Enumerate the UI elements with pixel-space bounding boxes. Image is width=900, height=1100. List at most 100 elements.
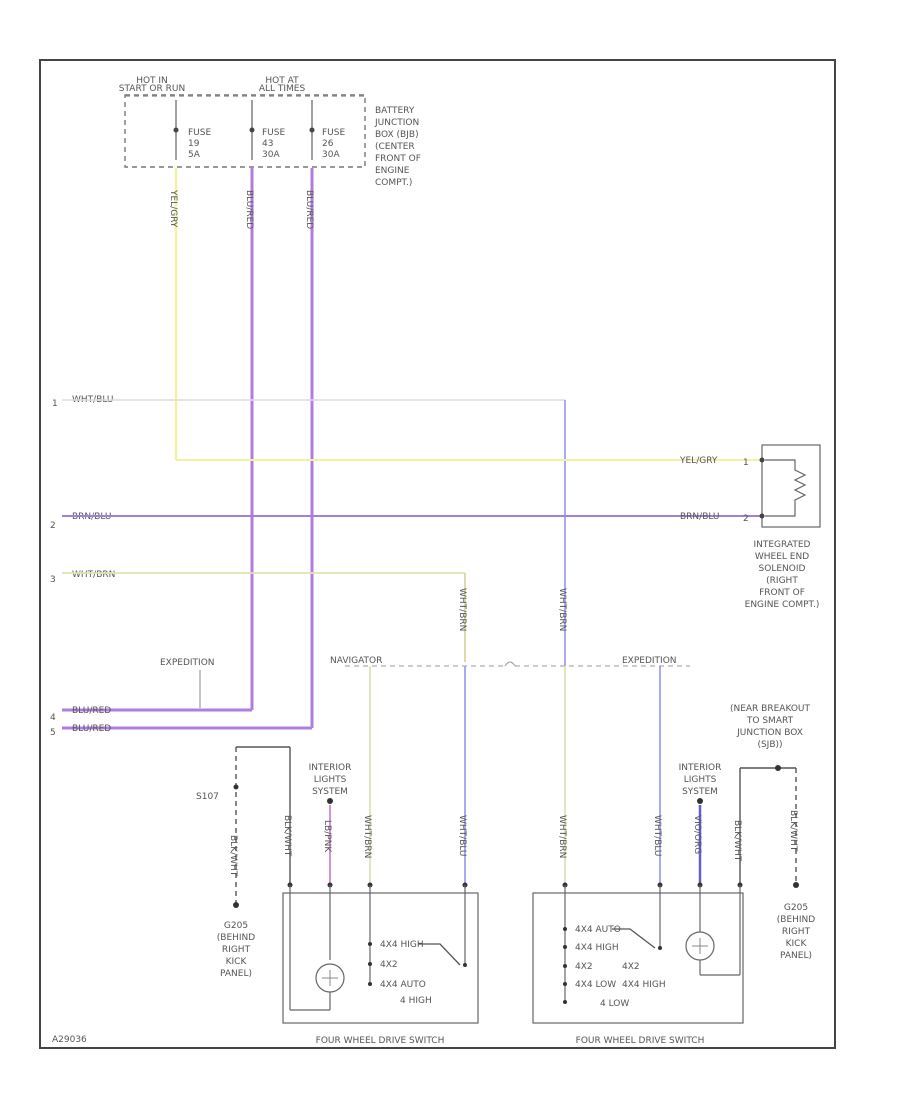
- variant-navigator: NAVIGATOR: [330, 656, 382, 666]
- svg-text:G205: G205: [224, 921, 248, 931]
- label-blu-red-vertical-1: BLU/RED: [244, 190, 254, 229]
- label-brn-blu-right: BRN/BLU: [680, 512, 720, 522]
- svg-text:26: 26: [322, 139, 334, 149]
- right-mode-label-2: 4X4 HIGH: [622, 980, 666, 990]
- svg-text:4X4 LOW: 4X4 LOW: [575, 980, 616, 990]
- pin-3-left: 3: [50, 575, 56, 585]
- right-ground-label: G205 (BEHIND RIGHT KICK PANEL): [777, 903, 816, 961]
- svg-text:LIGHTS: LIGHTS: [314, 775, 347, 785]
- right-switch-positions: 4X4 AUTO 4X4 HIGH 4X2 4X4 LOW: [563, 925, 621, 1004]
- svg-text:INTERIOR: INTERIOR: [679, 763, 722, 773]
- svg-text:FRONT OF: FRONT OF: [759, 588, 805, 598]
- page-code: A29036: [52, 1035, 87, 1045]
- svg-text:PANEL): PANEL): [220, 969, 252, 979]
- svg-text:4X4 HIGH: 4X4 HIGH: [380, 940, 424, 950]
- variant-expedition-right: EXPEDITION: [622, 656, 677, 666]
- right-switch-title: FOUR WHEEL DRIVE SWITCH: [576, 1036, 705, 1046]
- svg-text:(NEAR BREAKOUT: (NEAR BREAKOUT: [730, 704, 811, 714]
- svg-text:4X4 HIGH: 4X4 HIGH: [575, 943, 619, 953]
- right-whtbrn-wire-label: WHT/BRN: [557, 815, 567, 858]
- right-blk-wire-label: BLK/WHT: [732, 820, 742, 862]
- right-mode-label-1: 4X2: [622, 962, 640, 972]
- right-switch-body: [532, 892, 744, 1024]
- solenoid-label: INTEGRATED WHEEL END SOLENOID (RIGHT FRO…: [745, 540, 820, 610]
- right-mode-label: 4 LOW: [600, 999, 629, 1009]
- svg-text:4X2: 4X2: [380, 960, 398, 970]
- svg-text:43: 43: [262, 139, 273, 149]
- right-interior-lights-label: INTERIOR LIGHTS SYSTEM: [679, 763, 722, 797]
- svg-text:SYSTEM: SYSTEM: [312, 787, 348, 797]
- svg-text:KICK: KICK: [226, 957, 248, 967]
- svg-text:INTERIOR: INTERIOR: [309, 763, 352, 773]
- svg-text:BOX (BJB): BOX (BJB): [375, 130, 419, 140]
- label-wht-brn: WHT/BRN: [72, 570, 115, 580]
- diagram-frame: [39, 59, 836, 1049]
- label-wht-brn-v2: WHT/BRN: [557, 588, 567, 631]
- svg-text:JUNCTION BOX: JUNCTION BOX: [736, 728, 803, 738]
- pin-2-right: 2: [743, 514, 749, 524]
- left-blk-wire-label: BLK/WHT: [282, 815, 292, 857]
- right-ground-wire-label: BLK/WHT: [788, 810, 798, 852]
- svg-text:COMPT.): COMPT.): [375, 178, 412, 188]
- svg-text:HOT IN: HOT IN: [136, 76, 168, 86]
- svg-text:HOT AT: HOT AT: [265, 76, 299, 86]
- svg-text:(BEHIND: (BEHIND: [217, 933, 256, 943]
- left-ground-wire-label: BLK/WHT: [228, 835, 238, 877]
- svg-text:BATTERY: BATTERY: [375, 106, 415, 116]
- left-switch-contact: [418, 943, 461, 966]
- left-switch-pins: [287, 882, 468, 888]
- pin-2-left: 2: [50, 521, 56, 531]
- battery-junction-box-label: BATTERY JUNCTION BOX (BJB) (CENTER FRONT…: [374, 106, 421, 188]
- svg-text:RIGHT: RIGHT: [222, 945, 251, 955]
- left-ground-label: G205 (BEHIND RIGHT KICK PANEL): [217, 921, 256, 979]
- svg-text:SYSTEM: SYSTEM: [682, 787, 718, 797]
- right-violet-wire-label: VIO/ORG: [692, 815, 702, 854]
- svg-text:FUSE: FUSE: [322, 128, 345, 138]
- wheel-end-solenoid: [759, 444, 821, 528]
- left-interior-lights-connector: [327, 798, 333, 804]
- right-lamp-filament: [692, 938, 708, 954]
- svg-text:5A: 5A: [188, 150, 201, 160]
- svg-text:SOLENOID: SOLENOID: [759, 564, 806, 574]
- left-whtbrn-wire-label: WHT/BRN: [362, 815, 372, 858]
- svg-text:START OR RUN: START OR RUN: [119, 84, 185, 94]
- svg-text:(CENTER: (CENTER: [375, 142, 415, 152]
- fuse-43: FUSE 43 30A: [249, 100, 285, 160]
- svg-text:INTEGRATED: INTEGRATED: [753, 540, 810, 550]
- label-blu-red-pin5: BLU/RED: [72, 724, 111, 734]
- hot-start-label: HOT IN START OR RUN: [119, 76, 185, 94]
- svg-text:FUSE: FUSE: [188, 128, 211, 138]
- right-ground-circuit: [739, 765, 799, 888]
- svg-text:FRONT OF: FRONT OF: [375, 154, 421, 164]
- label-blu-red-pin4: BLU/RED: [72, 706, 111, 716]
- left-lamp-filament: [322, 970, 338, 986]
- right-switch-pivot: [658, 946, 662, 950]
- svg-text:WHEEL END: WHEEL END: [755, 552, 809, 562]
- svg-text:LIGHTS: LIGHTS: [684, 775, 717, 785]
- svg-text:ALL TIMES: ALL TIMES: [259, 84, 306, 94]
- svg-text:(BEHIND: (BEHIND: [777, 915, 816, 925]
- svg-text:PANEL): PANEL): [780, 951, 812, 961]
- left-switch-pivot: [463, 963, 467, 967]
- hot-all-times-label: HOT AT ALL TIMES: [259, 76, 306, 94]
- pin-1-left: 1: [52, 399, 58, 409]
- left-violet-wire-label: LB/PNK: [322, 820, 332, 853]
- pin-4-left: 4: [50, 713, 56, 723]
- svg-text:30A: 30A: [262, 150, 280, 160]
- left-ground-circuit: [233, 746, 291, 908]
- right-smart-junction-label: (NEAR BREAKOUT TO SMART JUNCTION BOX (SJ…: [730, 704, 811, 750]
- left-switch-title: FOUR WHEEL DRIVE SWITCH: [316, 1036, 445, 1046]
- fuse-19: FUSE 19 5A: [173, 100, 211, 160]
- label-wht-brn-v1: WHT/BRN: [457, 588, 467, 631]
- left-switch-positions: 4X4 HIGH 4X2 4X4 AUTO: [368, 940, 426, 990]
- svg-text:19: 19: [188, 139, 200, 149]
- battery-junction-box-outline: [124, 94, 366, 168]
- svg-text:JUNCTION: JUNCTION: [374, 118, 419, 128]
- fuse-26: FUSE 26 30A: [309, 100, 345, 160]
- svg-text:FUSE: FUSE: [262, 128, 285, 138]
- svg-text:ENGINE: ENGINE: [375, 166, 410, 176]
- left-s107: S107: [196, 792, 219, 802]
- label-blu-red-vertical-2: BLU/RED: [304, 190, 314, 229]
- label-yel-gry-vertical: YEL/GRY: [168, 189, 178, 228]
